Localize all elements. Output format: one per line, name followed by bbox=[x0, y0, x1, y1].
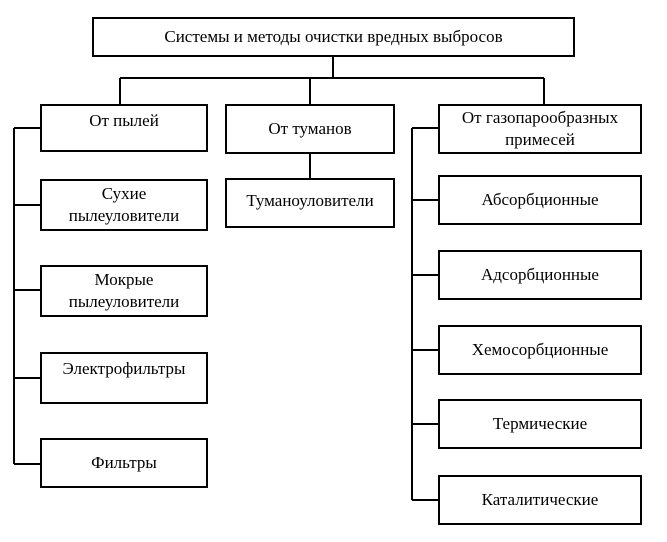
gas-item-label: Абсорбционные bbox=[481, 190, 599, 209]
gas-item-label: Хемосорбционные bbox=[471, 340, 609, 359]
dust-item-label: Мокрые пылеуловители bbox=[68, 270, 180, 311]
dust-item-wet-collectors: Мокрые пылеуловители bbox=[40, 265, 208, 317]
dust-item-dry-collectors: Сухие пылеуловители bbox=[40, 179, 208, 231]
gas-item-label: Каталитические bbox=[481, 490, 599, 509]
group-dust: От пылей bbox=[40, 104, 208, 152]
dust-item-label: Сухие пылеуловители bbox=[68, 184, 180, 225]
fog-item-label: Тумано­уловители bbox=[246, 191, 374, 210]
group-fog: От туманов bbox=[225, 104, 395, 154]
group-dust-label: От пылей bbox=[89, 111, 159, 130]
gas-item-adsorption: Адсорбционные bbox=[438, 250, 642, 300]
gas-item-thermal: Термические bbox=[438, 399, 642, 449]
dust-item-label: Фильтры bbox=[91, 453, 157, 472]
gas-item-absorption: Абсорбционные bbox=[438, 175, 642, 225]
group-gas-label: От газопарообразных примесей bbox=[461, 108, 619, 149]
root-node: Системы и методы очистки вредных выбросо… bbox=[92, 17, 575, 57]
gas-item-catalytic: Каталитические bbox=[438, 475, 642, 525]
gas-item-label: Адсорбционные bbox=[481, 265, 599, 284]
group-gas: От газопарообразных примесей bbox=[438, 104, 642, 154]
fog-item-mist-eliminators: Тумано­уловители bbox=[225, 178, 395, 228]
gas-item-label: Термические bbox=[492, 414, 588, 433]
gas-item-chemisorption: Хемосорбционные bbox=[438, 325, 642, 375]
root-node-label: Системы и методы очистки вредных выбросо… bbox=[164, 27, 503, 46]
dust-item-label: Электрофильтры bbox=[62, 359, 186, 378]
dust-item-electrofilters: Электрофильтры bbox=[40, 352, 208, 404]
group-fog-label: От туманов bbox=[268, 119, 352, 138]
dust-item-filters: Фильтры bbox=[40, 438, 208, 488]
